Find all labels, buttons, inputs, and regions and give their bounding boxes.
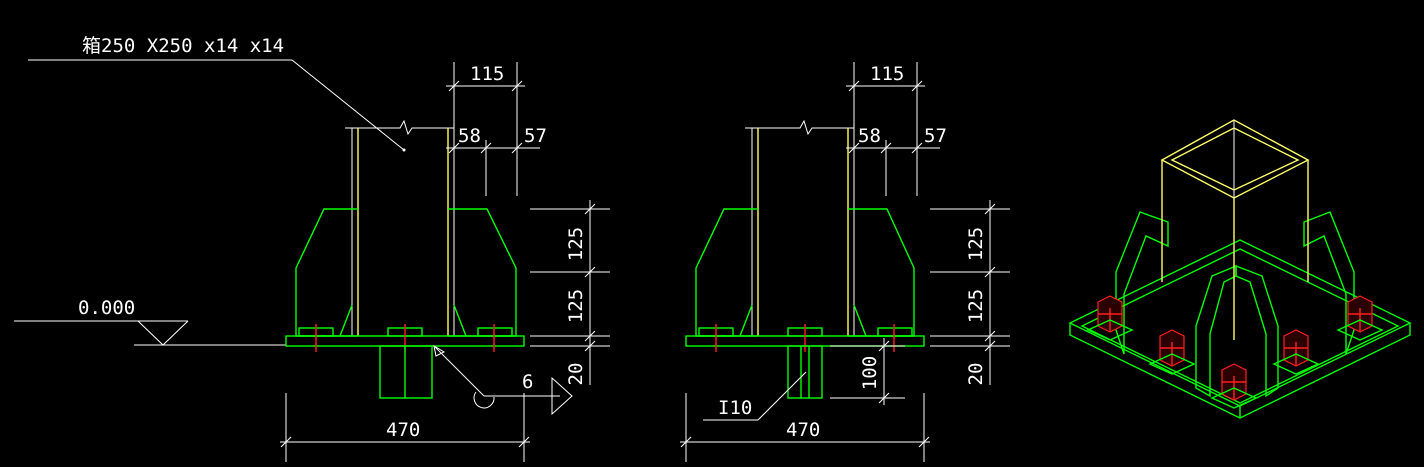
top-dimensions: [446, 62, 540, 196]
iso-bolt: [1097, 295, 1123, 333]
iso-stiffeners: [1115, 211, 1355, 398]
left-elevation-view: 箱250 X250 x14 x14 0.000: [14, 35, 610, 462]
iso-bolt: [1221, 363, 1247, 401]
shear-key: [787, 345, 823, 399]
width-dimension: [680, 393, 930, 462]
column-section: [345, 119, 455, 336]
dim-v2-label: 125: [565, 289, 587, 323]
iso-bolt: [1283, 329, 1309, 367]
weld-symbol: [433, 344, 573, 416]
section-leader: [28, 59, 406, 152]
column-section: [745, 119, 855, 336]
dim-v2-label: 125: [965, 289, 987, 323]
dim-top-label: 115: [870, 63, 904, 85]
weld-label: 6: [522, 371, 533, 393]
dim-v3-label: 20: [965, 363, 987, 386]
column-base-isometric-icon: [1068, 119, 1412, 419]
dim-v3-label: 20: [565, 363, 587, 386]
iso-bolt: [1159, 329, 1185, 367]
dim-depth-label: 100: [859, 356, 881, 390]
dim-right-label: 57: [924, 125, 947, 147]
vertical-dimensions: [530, 200, 610, 385]
dim-v1-label: 125: [565, 227, 587, 261]
dim-v1-label: 125: [965, 227, 987, 261]
vertical-dimensions: [930, 200, 1010, 385]
shear-key-leader: [703, 371, 807, 421]
section-label: 箱250 X250 x14 x14: [82, 35, 284, 57]
elevation-label: 0.000: [78, 297, 135, 319]
shear-key-label: I10: [718, 397, 752, 419]
depth-dimension: [830, 338, 905, 405]
elevation-mark: [14, 320, 286, 346]
dim-top-label: 115: [470, 63, 504, 85]
shear-key: [379, 345, 433, 399]
dim-width-label: 470: [786, 419, 820, 441]
iso-washers: [1086, 319, 1384, 409]
iso-column: [1160, 119, 1310, 340]
right-elevation-view: I10 100 115 58 57: [680, 62, 1010, 462]
dim-left-label: 58: [458, 125, 481, 147]
iso-base-plate: [1068, 239, 1412, 419]
width-dimension: [280, 393, 530, 462]
iso-bolt: [1347, 295, 1373, 333]
dim-right-label: 57: [524, 125, 547, 147]
dim-left-label: 58: [858, 125, 881, 147]
dim-width-label: 470: [386, 419, 420, 441]
top-dimensions: [846, 62, 940, 196]
